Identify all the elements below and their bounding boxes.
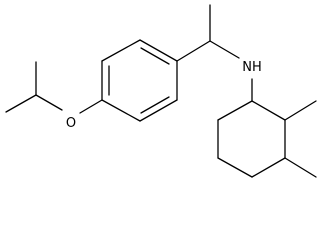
bond-oxygen-to-ring (79, 99, 103, 114)
bond-benzylic-to-nitrogen (209, 40, 240, 59)
benzene-ring (101, 39, 178, 122)
cyclohexane-bond-1 (251, 100, 286, 121)
bond-ring-to-benzylic-carbon (176, 40, 211, 62)
bond-cyclohexane-methyl-3 (284, 157, 317, 178)
oxygen-atom-label: O (66, 116, 76, 131)
cyclohexane-ring (217, 100, 286, 178)
isopropyl-group (5, 61, 63, 113)
bond-isopropyl-methyl-left (5, 94, 37, 113)
structure-diagram: O NH (5, 4, 317, 178)
cyclohexane-bond-3 (251, 157, 286, 178)
benzene-bond-6 (101, 99, 141, 122)
benzene-double-bond-bottom-right (140, 96, 170, 114)
cyclohexane-bond-4 (217, 157, 253, 178)
cyclohexane-bond-6 (217, 100, 253, 121)
benzene-double-bond-top-right (140, 47, 170, 65)
benzene-bond-5 (139, 99, 178, 122)
benzene-bond-3 (139, 39, 178, 62)
amine-atom-label: NH (242, 60, 262, 75)
bond-cyclohexane-methyl-2 (284, 100, 317, 121)
bond-isopropyl-to-oxygen (35, 94, 63, 111)
benzene-bond-2 (101, 39, 141, 62)
